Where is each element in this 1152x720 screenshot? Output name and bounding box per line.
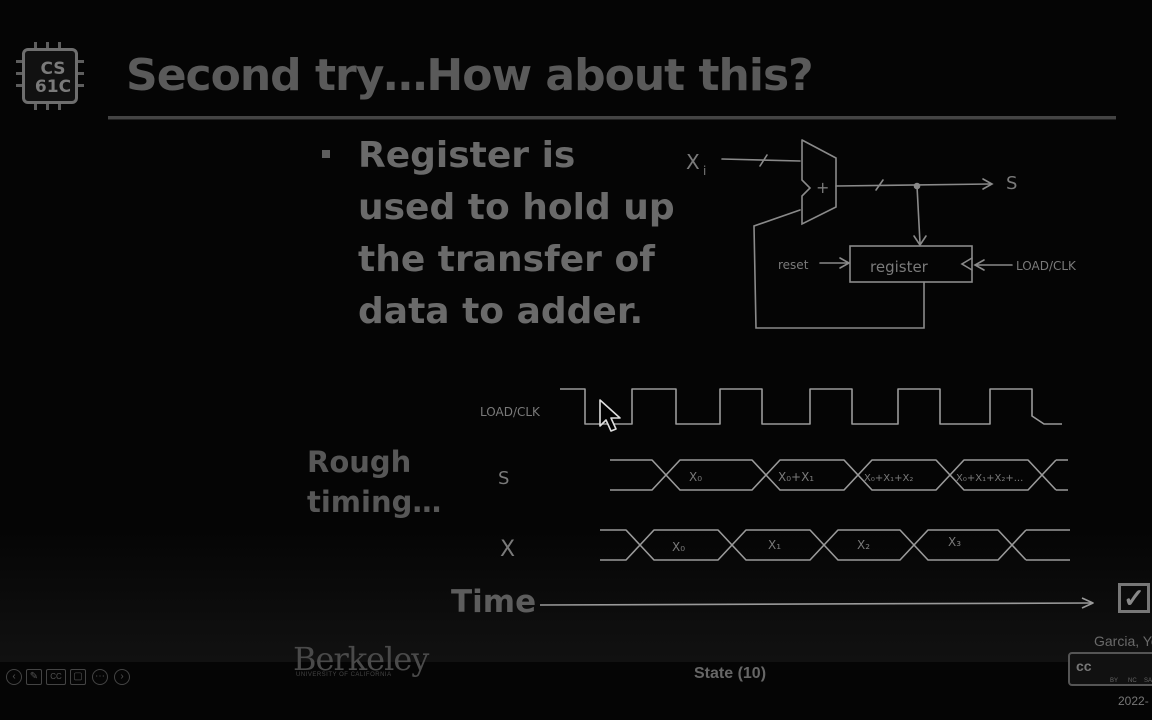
pen-icon[interactable]: ✎ (26, 669, 42, 685)
cc-sa-label: SA (1144, 678, 1152, 684)
clk-label: LOAD/CLK (480, 405, 541, 419)
slide-title: Second try…How about this? (126, 50, 814, 101)
more-icon[interactable]: ⋯ (92, 669, 108, 685)
cc-nc-label: NC (1128, 678, 1137, 684)
reset-label: reset (778, 258, 809, 272)
cc-by-label: BY (1110, 678, 1119, 684)
mouse-pointer-icon (598, 398, 624, 439)
time-arrow-line (539, 602, 1093, 606)
x-cell-1: X₁ (768, 538, 781, 552)
load-label: LOAD/CLK (1016, 259, 1077, 273)
s-cell-1: X₀+X₁ (778, 470, 814, 484)
lower-haze (0, 532, 1152, 662)
x-cell-2: X₂ (857, 538, 870, 552)
output-wire (835, 183, 991, 187)
x-label: X (500, 537, 515, 562)
output-arrow (982, 178, 994, 190)
bullet-text: Register is used to hold up the transfer… (358, 135, 675, 332)
bus-tick-2 (875, 179, 884, 191)
captions-icon[interactable]: CC (46, 669, 66, 685)
s-cell-0: X₀ (689, 470, 702, 484)
berkeley-subtitle: UNIVERSITY OF CALIFORNIA (296, 672, 392, 678)
time-axis-label: Time (451, 584, 537, 620)
next-icon[interactable]: › (114, 669, 130, 685)
checkbox-icon[interactable]: ✓ (1118, 583, 1150, 613)
rough-timing-label: Rough timing… (307, 445, 442, 519)
x-cell-3: X₃ (948, 535, 961, 549)
input-label: X (686, 150, 700, 174)
cc-label: cc (1076, 658, 1092, 674)
s-cell-2: X₀+X₁+X₂ (864, 473, 913, 484)
prev-icon[interactable]: ‹ (6, 669, 22, 685)
register-box (849, 245, 973, 283)
feedback-wire-down (916, 185, 921, 244)
cs61c-logo: CS 61C (16, 42, 86, 112)
logo-line-1: CS (40, 59, 66, 79)
year-label: 2022- (1118, 694, 1149, 708)
feedback-loop (753, 209, 925, 329)
adder-label: + (816, 178, 829, 197)
input-subscript: i (703, 164, 706, 178)
x-cell-0: X₀ (672, 540, 685, 554)
load-arrow (973, 259, 985, 271)
clock-waveform (560, 388, 1062, 425)
s-bus (610, 459, 1068, 491)
reset-arrow (839, 257, 851, 269)
cc-license-badge: cc BY NC SA (1068, 652, 1152, 686)
logo-line-2: 61C (34, 77, 72, 97)
time-arrow-head (1081, 597, 1094, 609)
x-bus (600, 529, 1070, 561)
output-label: S (1006, 173, 1017, 194)
s-cell-3: X₀+X₁+X₂+... (956, 473, 1023, 484)
author-label: Garcia, Yo (1094, 633, 1152, 649)
register-label: register (870, 258, 929, 276)
screen-icon[interactable]: ▢ (70, 669, 86, 685)
input-wire (721, 158, 801, 162)
lecture-label: State (10) (694, 665, 767, 682)
adder-shape (801, 139, 837, 226)
berkeley-logo: Berkeley (293, 640, 429, 678)
bus-tick (759, 154, 768, 167)
s-label: S (498, 468, 509, 489)
clock-marker (960, 257, 973, 271)
register-input-arrow (913, 235, 927, 247)
title-rule (108, 116, 1116, 120)
bullet-marker (322, 150, 330, 158)
